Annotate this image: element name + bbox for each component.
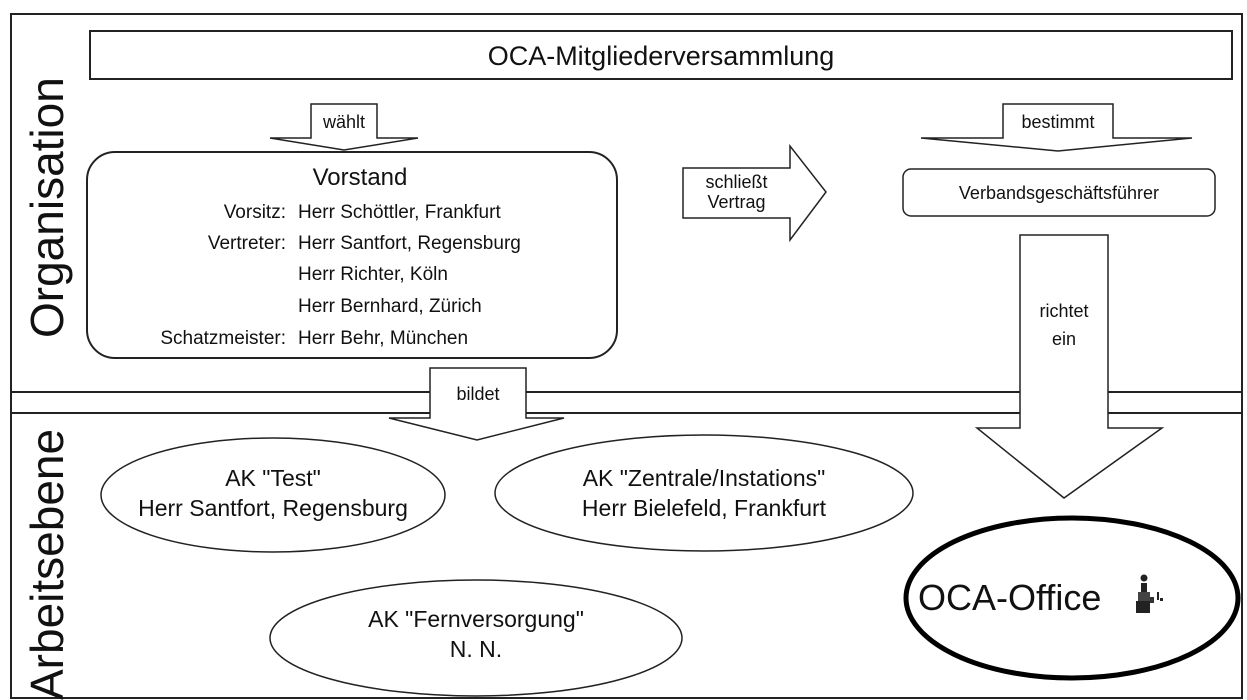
section-label-organisation: Organisation: [21, 77, 73, 338]
arrow-label-bestimmt: bestimmt: [1021, 112, 1095, 132]
vorstand-member: Herr Richter, Köln: [298, 264, 448, 285]
vorstand-box: [86, 151, 618, 359]
arrow-label-ein: ein: [1051, 329, 1077, 349]
outer-frame: [10, 13, 1243, 699]
working-group-fernversorgung-lead: N. N.: [449, 636, 503, 662]
vorstand-member: Herr Schöttler, Frankfurt: [298, 202, 501, 223]
office-worker-icon: [1136, 574, 1163, 613]
working-group-zentrale-name: AK "Zentrale/Instations": [582, 465, 826, 491]
arrow-label-bildet: bildet: [456, 384, 500, 404]
arrow-bildet: [388, 367, 565, 441]
working-group-test-name: AK "Test": [225, 465, 321, 491]
working-group-test-lead: Herr Santfort, Regensburg: [138, 495, 408, 521]
arrow-label-waehlt: wählt: [322, 112, 366, 132]
working-group-fernversorgung-name: AK "Fernversorgung": [368, 606, 584, 632]
office-label: OCA-Office: [918, 577, 1102, 618]
office-ellipse: [903, 515, 1241, 681]
working-group-fernversorgung: [269, 579, 683, 697]
vorstand-role: Vertreter:: [207, 233, 286, 254]
arrow-bestimmt: [920, 103, 1193, 152]
arrow-schliesst-vertrag: [682, 143, 827, 243]
vorstand-member: Herr Bernhard, Zürich: [298, 296, 482, 317]
working-group-test: [100, 437, 446, 553]
vorstand-role: Schatzmeister:: [160, 328, 286, 349]
vorstand-member: Herr Behr, München: [298, 328, 469, 349]
working-group-zentrale-lead: Herr Bielefeld, Frankfurt: [581, 495, 827, 521]
manager-label: Verbandsgeschäftsführer: [958, 183, 1160, 203]
vorstand-member: Herr Santfort, Regensburg: [298, 233, 521, 254]
working-group-zentrale: [494, 434, 914, 552]
arrow-label-richtet: richtet: [1039, 301, 1089, 321]
arrow-richtet-ein: [974, 234, 1165, 499]
arrow-label-vertrag: Vertrag: [707, 192, 766, 212]
manager-box: [902, 168, 1216, 217]
arrow-label-schliesst: schließt: [705, 172, 768, 192]
vorstand-title: Vorstand: [312, 164, 408, 191]
section-label-arbeitsebene: Arbeitsebene: [21, 428, 73, 700]
arrow-waehlt: [269, 103, 419, 151]
assembly-box: [89, 30, 1233, 80]
assembly-title: OCA-Mitgliederversammlung: [487, 41, 835, 71]
vorstand-role: Vorsitz:: [223, 202, 286, 223]
